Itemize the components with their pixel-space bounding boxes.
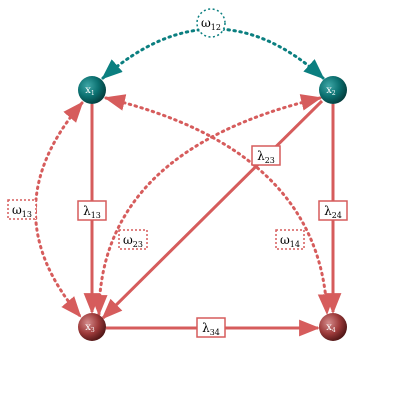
svg-text:ω12: ω12 — [201, 16, 221, 32]
svg-text:x4: x4 — [326, 322, 336, 334]
svg-text:λ13: λ13 — [83, 204, 101, 220]
omega-14-label: ω14 — [275, 229, 305, 250]
lambda-23-edge — [101, 99, 324, 320]
omega-23-label: ω23 — [118, 229, 148, 250]
lambda-23-label: λ23 — [251, 145, 281, 166]
node-x2: x2 — [319, 76, 347, 104]
svg-text:λ24: λ24 — [324, 204, 342, 220]
omega-12-edge — [101, 27, 325, 80]
svg-text:ω13: ω13 — [12, 203, 32, 219]
lambda-13-label: λ13 — [77, 200, 107, 221]
svg-text:λ34: λ34 — [202, 321, 220, 337]
svg-text:λ23: λ23 — [257, 149, 275, 165]
node-x3: x3 — [78, 313, 106, 341]
omega-23-edge — [90, 94, 323, 317]
svg-text:x2: x2 — [326, 85, 336, 97]
omega-14-edge — [103, 94, 335, 316]
omega-13-label: ω13 — [7, 199, 37, 220]
svg-text:ω14: ω14 — [280, 233, 300, 249]
node-x4: x4 — [319, 313, 347, 341]
omega-12-label: ω12 — [196, 8, 226, 38]
lambda-24-label: λ24 — [318, 200, 348, 221]
svg-text:ω23: ω23 — [123, 233, 143, 249]
omega-13-edge — [34, 101, 84, 318]
svg-text:x3: x3 — [85, 322, 95, 334]
svg-text:x1: x1 — [85, 85, 94, 97]
node-x1: x1 — [78, 76, 106, 104]
lambda-34-label: λ34 — [196, 317, 226, 338]
